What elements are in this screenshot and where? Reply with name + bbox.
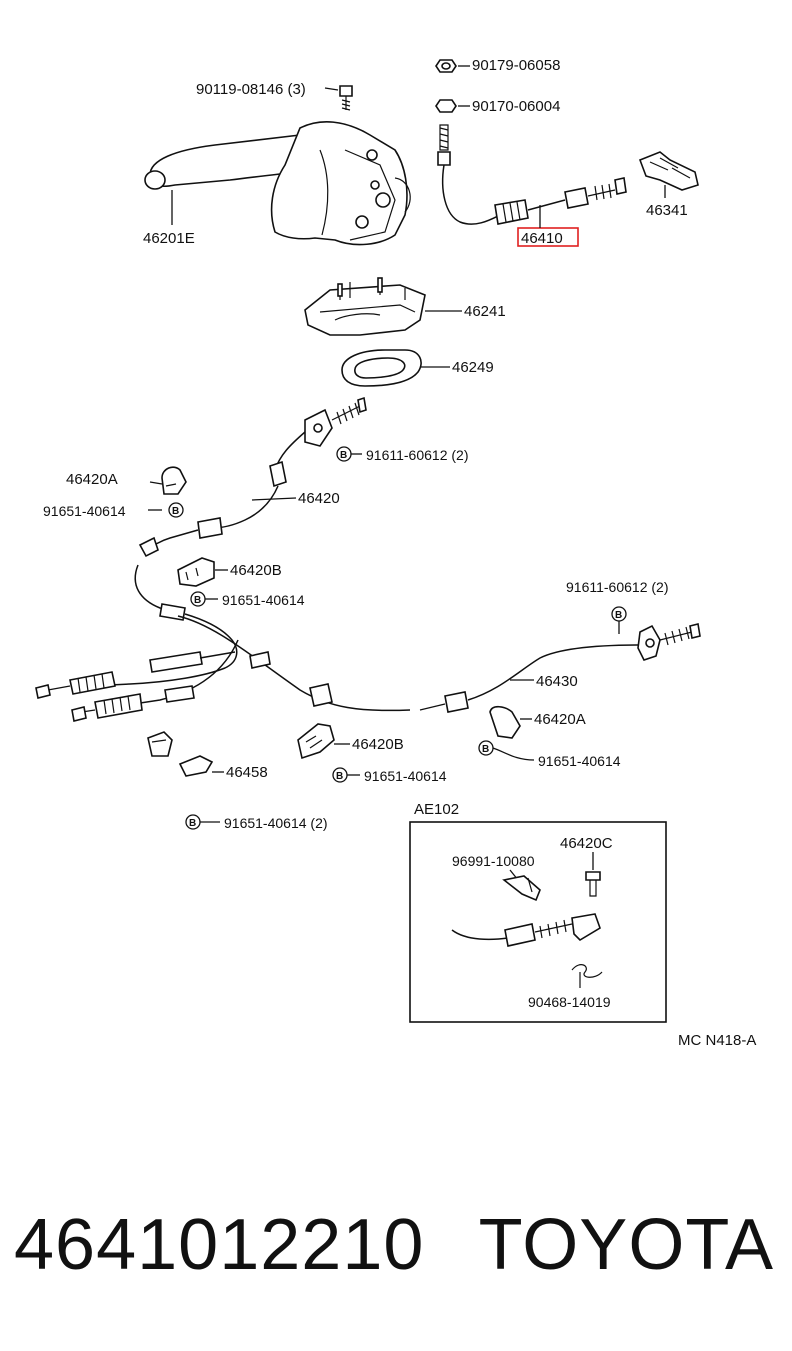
label-46458: 46458: [226, 764, 268, 781]
label-90119: 90119-08146 (3): [196, 81, 306, 98]
bolt-marker-5: B: [478, 740, 494, 756]
spring-90468-icon: [571, 964, 603, 988]
bolt-marker-1: B: [336, 446, 352, 462]
cable-46420: [138, 396, 367, 558]
label-46410: 46410: [521, 230, 563, 247]
label-46241: 46241: [464, 303, 506, 320]
clip-46341-icon: [638, 151, 699, 191]
rear-cable-left: [35, 564, 238, 699]
svg-text:B: B: [194, 595, 201, 606]
clamp-46420a-right-icon: [489, 705, 521, 739]
label-46341: 46341: [646, 202, 688, 219]
inset-title: AE102: [414, 801, 459, 818]
clamp-46420b-top-icon: [177, 557, 215, 587]
label-46420a-right: 46420A: [534, 711, 586, 728]
nut-90179-icon: [435, 59, 457, 73]
bolt-marker-4: B: [611, 606, 627, 622]
bolt-90119-icon: [339, 85, 353, 111]
label-91651-botmid: 91651-40614: [364, 768, 447, 784]
front-cable-46410: [437, 124, 627, 225]
svg-text:B: B: [189, 818, 196, 829]
label-46249: 46249: [452, 359, 494, 376]
label-91651-bottom: 91651-40614 (2): [224, 815, 328, 831]
parking-brake-lever: [144, 121, 411, 246]
highlight-box: [517, 227, 579, 247]
parts-diagram: 90119-08146 (3) 46201E 90179-06058 90170…: [35, 57, 756, 1049]
bolt-marker-7: B: [185, 814, 201, 830]
footer: 4641012210 TOYOTA: [0, 1195, 792, 1305]
label-96991: 96991-10080: [452, 853, 535, 869]
label-46420: 46420: [298, 490, 340, 507]
label-90170: 90170-06004: [472, 98, 560, 115]
svg-text:B: B: [340, 450, 347, 461]
label-46430: 46430: [536, 673, 578, 690]
rear-cable-right: [71, 615, 411, 722]
svg-text:B: B: [336, 771, 343, 782]
label-91651-right: 91651-40614: [538, 753, 621, 769]
bolt-marker-6: B: [332, 767, 348, 783]
part-number: 4641012210: [14, 1205, 425, 1285]
svg-text:B: B: [172, 506, 179, 517]
nut-90170-icon: [435, 99, 457, 113]
label-46420b-top: 46420B: [230, 562, 282, 579]
brand-name: TOYOTA: [478, 1205, 774, 1285]
bolt-46420c-icon: [585, 871, 601, 897]
clip-96991-icon: [502, 875, 541, 902]
boot-46249-icon: [341, 349, 422, 387]
bolt-marker-3: B: [190, 591, 206, 607]
svg-text:B: B: [482, 744, 489, 755]
clamp-46420a-left-icon: [161, 466, 187, 495]
label-46420c: 46420C: [560, 835, 613, 852]
bolt-marker-2: B: [168, 502, 184, 518]
clamp-46420b-bottom-icon: [297, 723, 335, 760]
label-91611-b: 91611-60612 (2): [566, 579, 668, 595]
svg-text:B: B: [615, 610, 622, 621]
inset-cable: [451, 913, 601, 947]
label-91651-mid: 91651-40614: [222, 592, 305, 608]
clip-46458-icon: [147, 731, 214, 777]
label-46420a-left: 46420A: [66, 471, 118, 488]
label-91651-left: 91651-40614: [43, 503, 126, 519]
cable-46430: [419, 623, 701, 713]
label-91611-a: 91611-60612 (2): [366, 447, 468, 463]
label-90179: 90179-06058: [472, 57, 560, 74]
inset-box: [409, 821, 667, 1023]
label-46420b-bottom: 46420B: [352, 736, 404, 753]
bracket-46241-icon: [304, 277, 426, 336]
reference-code: MC N418-A: [678, 1032, 756, 1049]
label-46201e: 46201E: [143, 230, 195, 247]
label-90468: 90468-14019: [528, 994, 611, 1010]
